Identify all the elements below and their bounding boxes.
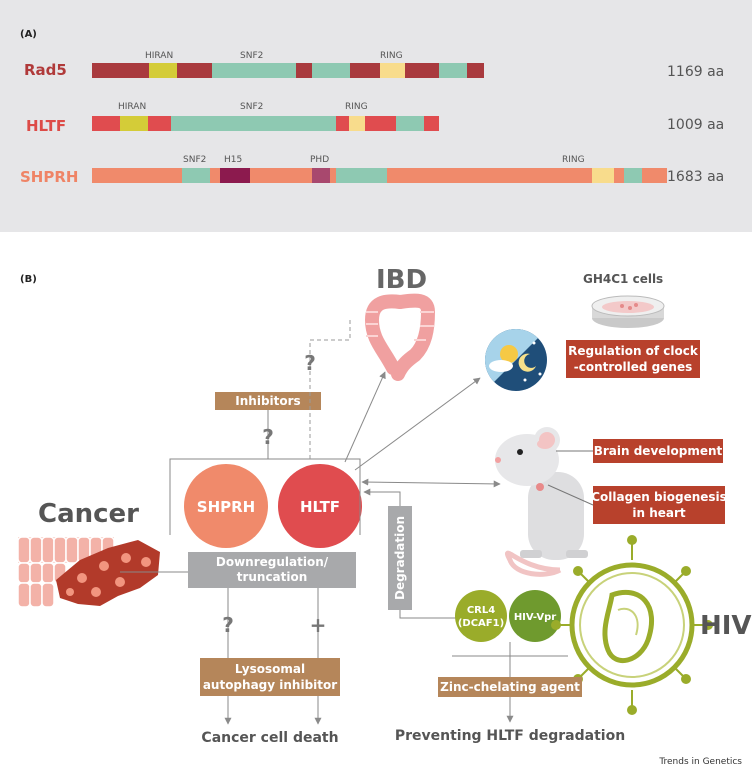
domain-label-snf2: SNF2	[240, 51, 264, 61]
unknown-mark: ?	[304, 351, 316, 375]
brain-development-box	[593, 439, 723, 463]
day-night-clock-icon	[485, 329, 547, 391]
connector-line	[399, 610, 456, 619]
protein-bar-rad5	[92, 63, 484, 78]
domain-hiran	[120, 116, 148, 131]
crl4-line1: CRL4	[467, 605, 495, 616]
ibd-label: IBD	[376, 265, 427, 295]
panel-b-interaction-diagram: (B) IBD GH4C1 cells Regulation of clock …	[17, 265, 752, 767]
cancer-cells-icon	[17, 536, 160, 608]
preventing-degradation-label: Preventing HLTF degradation	[395, 728, 625, 744]
collagen-line1: Collagen biogenesis	[591, 490, 727, 504]
plus-mark: +	[310, 613, 327, 637]
mouse-icon	[495, 427, 588, 577]
unknown-mark: ?	[222, 613, 234, 637]
zinc-chelating-label: Zinc-chelating agent	[440, 680, 580, 694]
collagen-line2: in heart	[632, 506, 686, 520]
downregulation-line1: Downregulation/	[216, 555, 329, 569]
protein-name-hltf: HLTF	[26, 117, 67, 135]
shprh-circle-label: SHPRH	[197, 498, 255, 516]
clock-genes-line2: -controlled genes	[574, 360, 692, 374]
lysosomal-line1: Lysosomal	[235, 662, 305, 676]
hiv-vpr-label: HIV-Vpr	[514, 612, 556, 623]
cancer-cell-death-label: Cancer cell death	[201, 730, 338, 746]
clock-genes-line1: Regulation of clock	[568, 344, 699, 358]
protein-length-rad5: 1169 aa	[667, 64, 725, 80]
arrow-to-ibd	[344, 371, 386, 463]
gh4c1-label: GH4C1 cells	[583, 272, 663, 286]
journal-footer: Trends in Genetics	[658, 757, 742, 767]
domain-ring	[380, 63, 405, 78]
domain-h15	[220, 168, 250, 183]
domain-label-hiran: HIRAN	[145, 51, 174, 61]
hiv-virus-icon	[551, 535, 713, 715]
protein-length-hltf: 1009 aa	[667, 117, 725, 133]
degradation-box	[388, 506, 412, 610]
domain-ring	[349, 116, 365, 131]
lysosomal-box	[200, 658, 340, 696]
domain-ring	[592, 168, 614, 183]
domain-snf2	[182, 168, 210, 183]
petri-dish-icon	[591, 295, 665, 328]
domain-label-phd: PHD	[310, 155, 330, 165]
degradation-label: Degradation	[393, 516, 407, 600]
arrow-to-clock	[354, 377, 481, 471]
protein-name-shprh: SHPRH	[20, 168, 79, 186]
hiv-label: HIV	[700, 611, 752, 641]
panel-b-label: (B)	[20, 274, 37, 285]
panel-a-label: (A)	[20, 29, 37, 40]
bracket	[169, 458, 361, 535]
crl4-line2: (DCAF1)	[458, 618, 504, 629]
domain-snf2	[624, 168, 642, 183]
domain-label-hiran: HIRAN	[118, 102, 147, 112]
connector-line	[547, 484, 594, 506]
crl4-circle	[455, 590, 507, 642]
inhibitors-label: Inhibitors	[235, 394, 300, 408]
protein-length-shprh: 1683 aa	[667, 169, 725, 185]
domain-label-ring: RING	[380, 51, 403, 61]
domain-snf2	[171, 116, 336, 131]
inhibitors-box	[215, 392, 321, 410]
domain-label-ring: RING	[562, 155, 585, 165]
domain-label-h15: H15	[224, 155, 243, 165]
clock-genes-box	[566, 340, 700, 378]
unknown-mark: ?	[262, 425, 274, 449]
shprh-circle	[184, 464, 268, 548]
cancer-label: Cancer	[38, 499, 139, 529]
arrow-to-mouse	[361, 478, 501, 488]
domain-label-snf2: SNF2	[183, 155, 207, 165]
downregulation-box	[188, 552, 356, 588]
lysosomal-line2: autophagy inhibitor	[203, 678, 337, 692]
protein-name-rad5: Rad5	[24, 61, 67, 79]
domain-snf2	[396, 116, 424, 131]
colon-icon	[365, 293, 435, 381]
collagen-box	[593, 486, 725, 524]
domain-label-ring: RING	[345, 102, 368, 112]
domain-snf2	[439, 63, 467, 78]
hiv-vpr-circle	[509, 590, 561, 642]
domain-snf2	[212, 63, 296, 78]
domain-hiran	[149, 63, 177, 78]
panel-a-domain-architecture: (A) Rad5 HIRAN SNF2 RING 1169 aa HLTF HI…	[0, 0, 752, 232]
brain-development-label: Brain development	[594, 444, 723, 458]
downregulation-line2: truncation	[237, 570, 308, 584]
protein-bar-shprh	[92, 168, 667, 183]
hltf-circle	[278, 464, 362, 548]
arrow-degradation	[363, 488, 401, 506]
domain-snf2	[312, 63, 350, 78]
dashed-link-ibd	[309, 320, 351, 459]
domain-snf2	[336, 168, 387, 183]
domain-label-snf2: SNF2	[240, 102, 264, 112]
domain-phd	[312, 168, 330, 183]
protein-bar-hltf	[92, 116, 439, 131]
hltf-circle-label: HLTF	[300, 498, 340, 516]
zinc-chelating-box	[438, 677, 582, 697]
